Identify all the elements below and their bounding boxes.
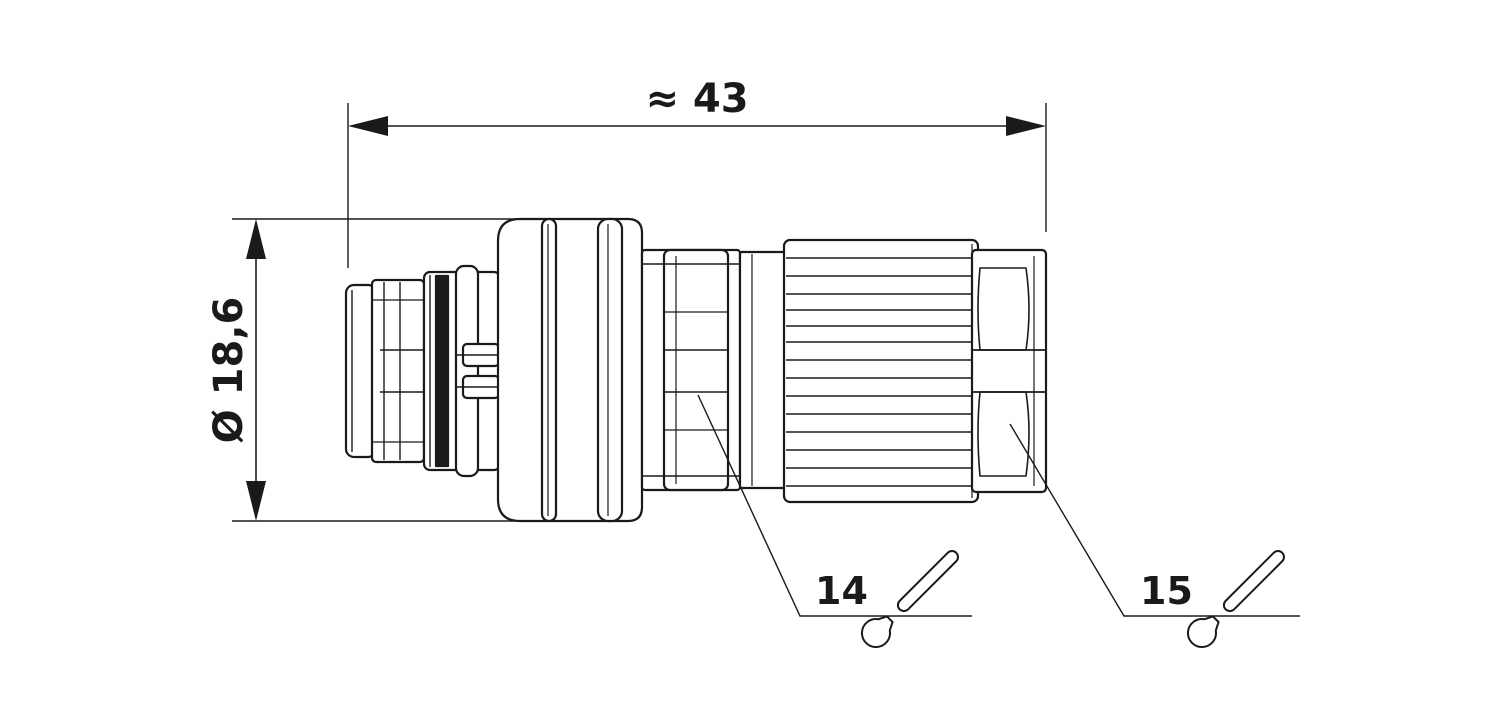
wrench-icon — [1186, 550, 1285, 649]
housing-hex — [640, 248, 742, 492]
o-ring-section — [422, 264, 502, 478]
coupling-nut — [496, 217, 644, 523]
callout-15 — [1009, 423, 1300, 617]
arrow-left-icon — [348, 116, 388, 136]
grip-ribs — [786, 257, 976, 487]
wrench-icon — [860, 550, 959, 649]
callout-14 — [697, 394, 972, 617]
length-label: ≈ 43 — [645, 76, 748, 122]
diameter-dimension — [232, 218, 524, 522]
rear-hex-nut — [970, 248, 1048, 494]
ribbed-grip — [782, 238, 980, 504]
leader-line-14 — [697, 394, 972, 617]
length-dimension — [347, 103, 1047, 268]
leader-line-15 — [1009, 423, 1300, 617]
arrow-up-icon — [246, 219, 266, 259]
wrench-size-15: 15 — [1140, 569, 1193, 613]
diameter-label: Ø 18,6 — [206, 297, 252, 444]
neck — [738, 250, 788, 490]
plug-face — [344, 278, 426, 464]
arrow-down-icon — [246, 481, 266, 521]
wrench-size-14: 14 — [815, 569, 868, 613]
connector-body — [344, 217, 1048, 523]
arrow-right-icon — [1006, 116, 1046, 136]
